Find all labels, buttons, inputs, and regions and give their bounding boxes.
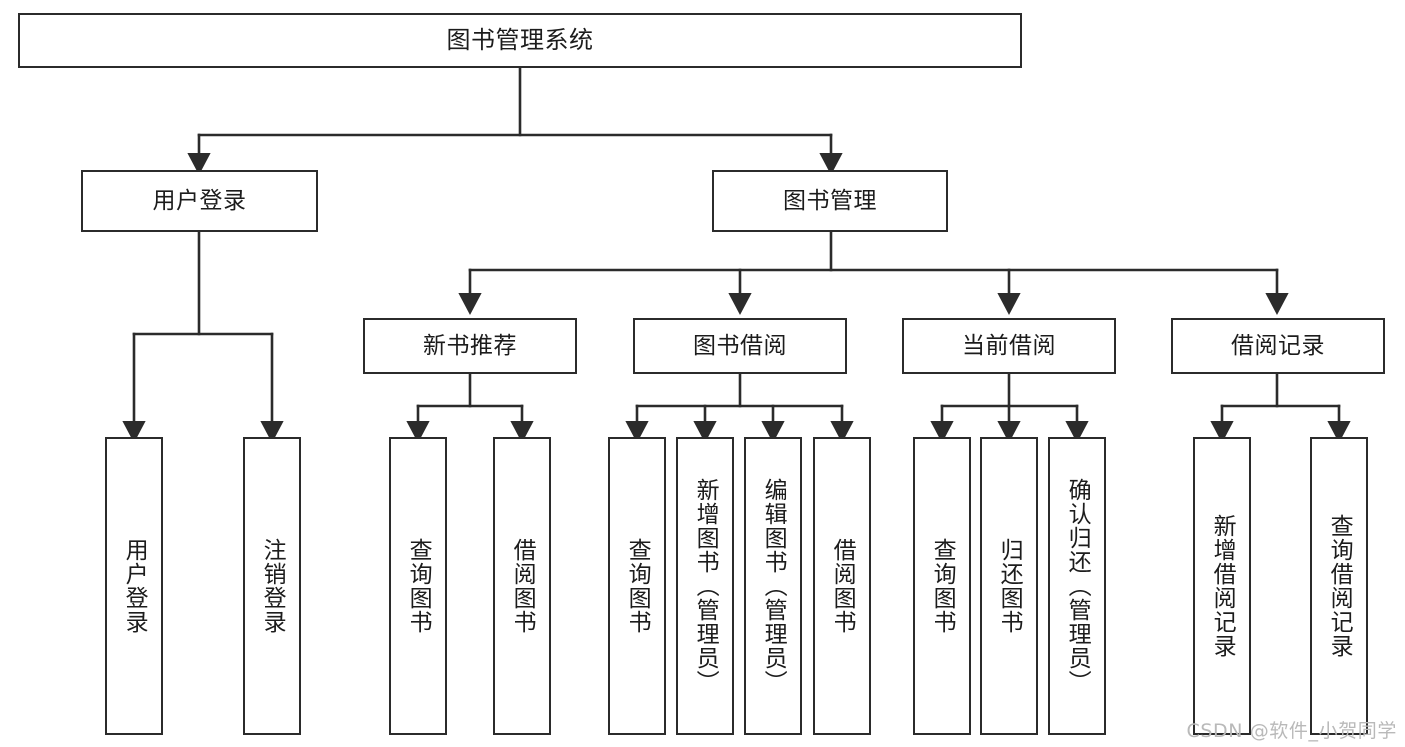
node-label: 图书借阅 <box>693 332 787 359</box>
node-label: 查询图书 <box>624 538 651 634</box>
leaf-borrow-record-add-record[interactable]: 新增借阅记录 <box>1193 437 1251 735</box>
node-book-borrowing[interactable]: 图书借阅 <box>633 318 847 374</box>
node-label: 借阅图书 <box>829 538 856 634</box>
node-label: 注销登录 <box>259 538 286 634</box>
leaf-book-borrow-borrow-books[interactable]: 借阅图书 <box>813 437 871 735</box>
node-book-management[interactable]: 图书管理 <box>712 170 948 232</box>
node-label: 新增图书（管理员） <box>692 478 719 694</box>
leaf-user-login-login[interactable]: 用户登录 <box>105 437 163 735</box>
node-label: 编辑图书（管理员） <box>760 478 787 694</box>
node-user-login[interactable]: 用户登录 <box>81 170 318 232</box>
leaf-book-borrow-query-books[interactable]: 查询图书 <box>608 437 666 735</box>
leaf-book-borrow-edit-book-admin[interactable]: 编辑图书（管理员） <box>744 437 802 735</box>
node-label: 查询图书 <box>929 538 956 634</box>
node-root-book-management-system[interactable]: 图书管理系统 <box>18 13 1022 68</box>
node-current-borrowing[interactable]: 当前借阅 <box>902 318 1116 374</box>
leaf-book-borrow-add-book-admin[interactable]: 新增图书（管理员） <box>676 437 734 735</box>
leaf-current-borrow-confirm-return-admin[interactable]: 确认归还（管理员） <box>1048 437 1106 735</box>
leaf-new-book-borrow-books[interactable]: 借阅图书 <box>493 437 551 735</box>
node-label: 新书推荐 <box>423 332 517 359</box>
node-label: 借阅记录 <box>1231 332 1325 359</box>
leaf-current-borrow-query-books[interactable]: 查询图书 <box>913 437 971 735</box>
leaf-borrow-record-query-record[interactable]: 查询借阅记录 <box>1310 437 1368 735</box>
node-label: 确认归还（管理员） <box>1064 478 1091 694</box>
node-label: 归还图书 <box>996 538 1023 634</box>
node-label: 图书管理系统 <box>446 25 594 54</box>
node-label: 用户登录 <box>152 187 247 214</box>
node-label: 用户登录 <box>121 538 148 634</box>
leaf-new-book-query-books[interactable]: 查询图书 <box>389 437 447 735</box>
node-label: 查询图书 <box>405 538 432 634</box>
node-label: 当前借阅 <box>962 332 1056 359</box>
leaf-current-borrow-return-books[interactable]: 归还图书 <box>980 437 1038 735</box>
node-label: 查询借阅记录 <box>1326 514 1353 658</box>
node-label: 借阅图书 <box>509 538 536 634</box>
node-borrowing-record[interactable]: 借阅记录 <box>1171 318 1385 374</box>
node-label: 新增借阅记录 <box>1209 514 1236 658</box>
node-label: 图书管理 <box>783 187 877 214</box>
watermark: CSDN @软件_小贺同学 <box>1186 720 1397 742</box>
leaf-user-login-logout[interactable]: 注销登录 <box>243 437 301 735</box>
node-new-book-recommendation[interactable]: 新书推荐 <box>363 318 577 374</box>
